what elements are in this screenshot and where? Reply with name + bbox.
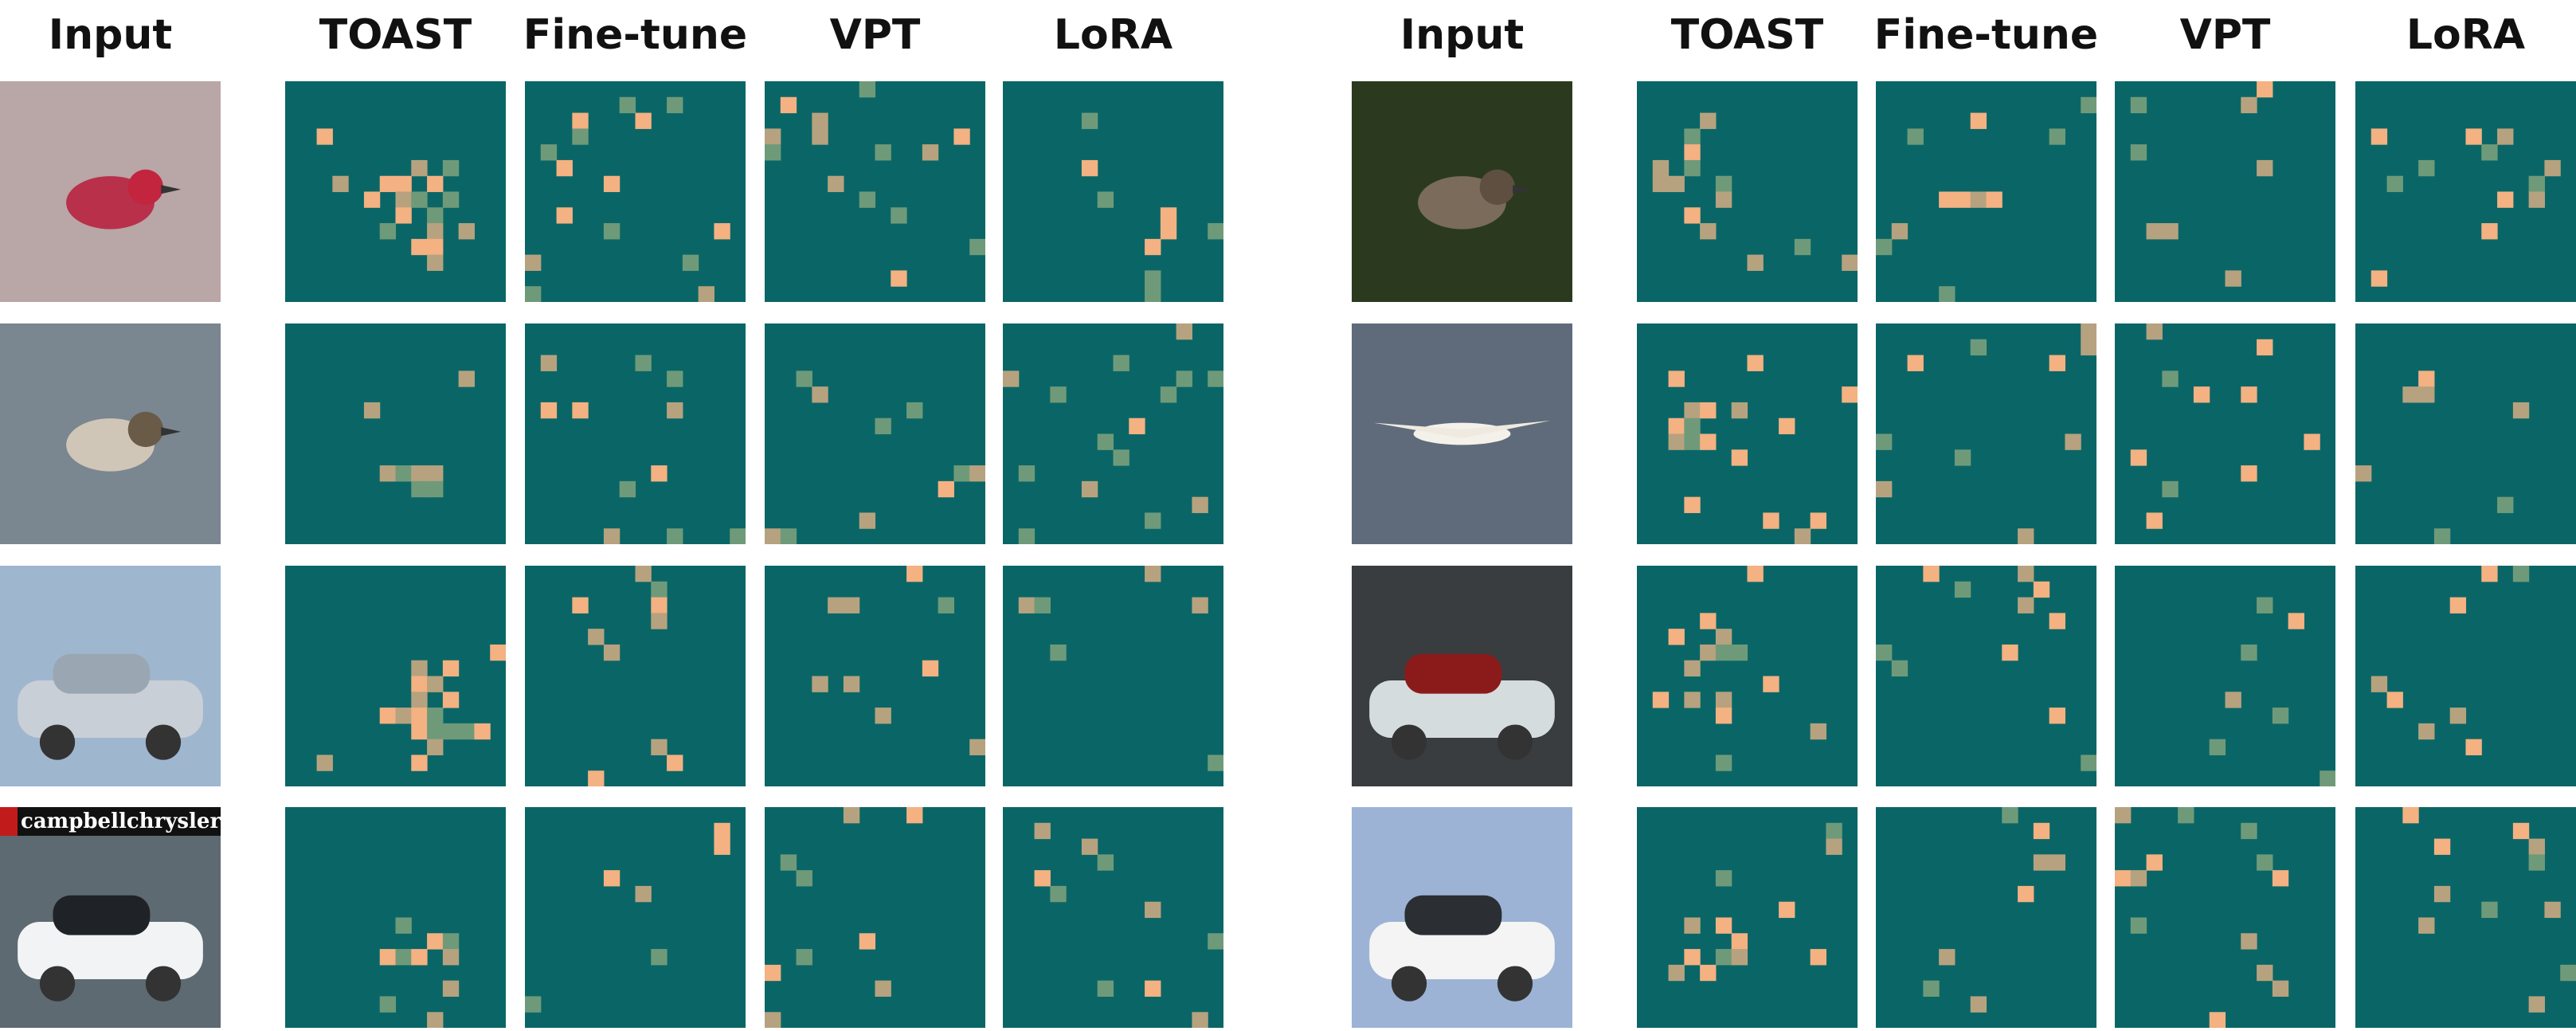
attention-map-toast — [1637, 323, 1858, 544]
attention-map-toast — [285, 807, 506, 1028]
input-image-brown-bird-on-twig — [1352, 81, 1572, 302]
attention-map-lora — [1003, 81, 1223, 302]
attention-map-fine-tune — [525, 807, 746, 1028]
header-fine-tune-1: Fine-tune — [523, 11, 748, 59]
attention-map-lora — [1003, 807, 1223, 1028]
attention-map-vpt — [2115, 566, 2335, 786]
attention-map-vpt — [2115, 323, 2335, 544]
header-toast-2: TOAST — [1670, 11, 1824, 59]
input-image-red-finch-on-branches — [0, 81, 221, 302]
attention-map-fine-tune — [525, 566, 746, 786]
attention-map-vpt — [765, 566, 985, 786]
attention-map-lora — [2355, 81, 2576, 302]
attention-map-fine-tune — [525, 323, 746, 544]
header-lora-1: LoRA — [1053, 11, 1173, 59]
input-image-silver-convertible — [1352, 566, 1572, 786]
input-image-silver-sedan-in-lot — [0, 566, 221, 786]
attention-map-toast — [285, 81, 506, 302]
input-image-white-coupe-outdoors — [1352, 807, 1572, 1028]
attention-map-fine-tune — [1876, 807, 2096, 1028]
attention-map-toast — [285, 323, 506, 544]
input-image-white-sedan-at-dealership: campbellchrysler — [0, 807, 221, 1028]
attention-map-fine-tune — [1876, 81, 2096, 302]
attention-map-toast — [1637, 807, 1858, 1028]
attention-map-vpt — [765, 323, 985, 544]
input-image-streaked-sparrow-on-branch — [0, 323, 221, 544]
attention-map-vpt — [765, 807, 985, 1028]
attention-map-vpt — [2115, 807, 2335, 1028]
attention-map-fine-tune — [525, 81, 746, 302]
attention-map-toast — [1637, 81, 1858, 302]
input-image-gannet-over-water — [1352, 323, 1572, 544]
attention-map-lora — [2355, 323, 2576, 544]
attention-map-lora — [1003, 323, 1223, 544]
dealer-banner-text: campbellchrysler — [0, 807, 221, 836]
attention-map-lora — [2355, 566, 2576, 786]
attention-map-toast — [285, 566, 506, 786]
header-input-1: Input — [48, 11, 173, 59]
header-lora-2: LoRA — [2406, 11, 2526, 59]
header-vpt-2: VPT — [2179, 11, 2271, 59]
attention-map-vpt — [2115, 81, 2335, 302]
attention-map-fine-tune — [1876, 566, 2096, 786]
header-vpt-1: VPT — [829, 11, 921, 59]
attention-map-fine-tune — [1876, 323, 2096, 544]
attention-map-vpt — [765, 81, 985, 302]
attention-map-toast — [1637, 566, 1858, 786]
header-toast-1: TOAST — [319, 11, 472, 59]
attention-map-lora — [1003, 566, 1223, 786]
header-fine-tune-2: Fine-tune — [1873, 11, 2099, 59]
header-input-2: Input — [1400, 11, 1525, 59]
attention-map-lora — [2355, 807, 2576, 1028]
